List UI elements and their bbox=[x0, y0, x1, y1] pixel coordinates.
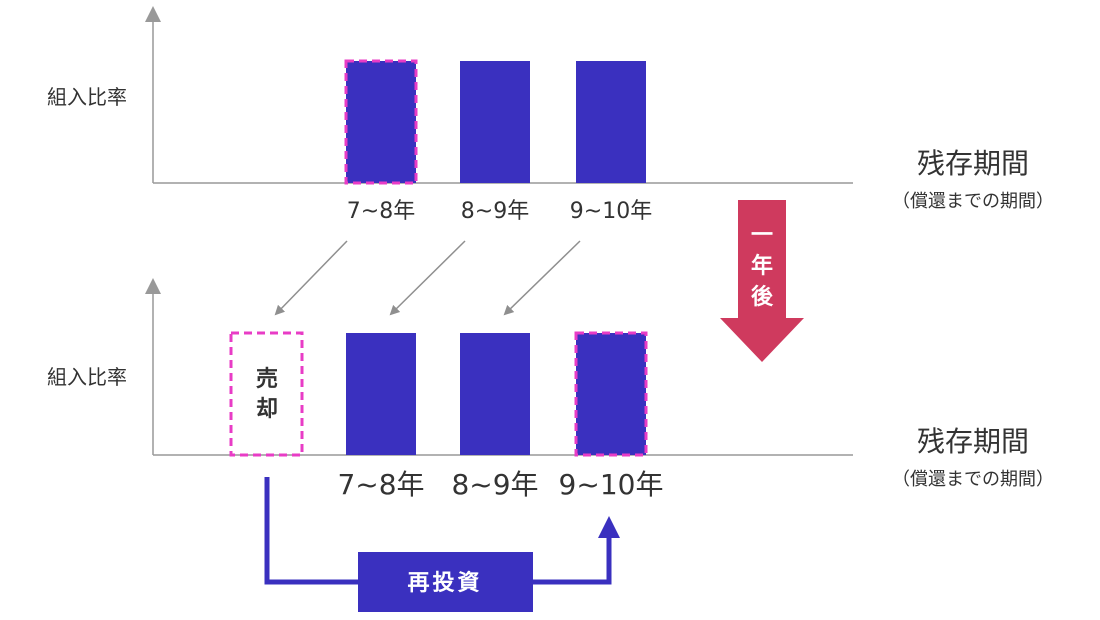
top-bar-3 bbox=[576, 61, 646, 183]
reinvest-up-arrow-icon bbox=[598, 516, 620, 538]
sold-label-char-2: 却 bbox=[256, 397, 278, 422]
one-year-later-char-3: 後 bbox=[751, 284, 774, 310]
top-bars: 7~8年 8~9年 9~10年 bbox=[344, 59, 652, 224]
top-tick-label-2: 8~9年 bbox=[461, 199, 529, 224]
down-arrow-icon bbox=[720, 200, 804, 362]
bottom-y-axis-label: 組入比率 bbox=[47, 365, 127, 389]
reinvest-flow: 再投資 bbox=[264, 477, 620, 612]
shift-arrow-8-9 bbox=[389, 240, 466, 316]
top-x-axis-subtitle: （償還までの期間） bbox=[892, 191, 1054, 212]
bottom-y-axis-arrow-icon bbox=[145, 278, 161, 294]
bottom-tick-label-2: 8~9年 bbox=[451, 468, 538, 501]
bottom-tick-label-3: 9~10年 bbox=[559, 468, 664, 501]
bottom-chart: 組入比率 売 却 7~8年 8~9年 9~10年 残存期間 （償還までの期間） bbox=[47, 278, 1054, 501]
top-bar-1-highlight bbox=[344, 59, 418, 185]
bottom-bar-1 bbox=[346, 333, 416, 455]
sold-bar-outline bbox=[229, 331, 304, 457]
bottom-bars: 7~8年 8~9年 9~10年 bbox=[337, 331, 664, 501]
shift-arrows bbox=[274, 240, 581, 316]
one-year-later-arrow: 一 年 後 bbox=[720, 200, 804, 362]
bottom-x-axis-subtitle: （償還までの期間） bbox=[892, 469, 1054, 490]
reinvest-label: 再投資 bbox=[407, 570, 482, 596]
top-y-axis-label: 組入比率 bbox=[47, 85, 127, 109]
reinvest-box bbox=[358, 552, 533, 612]
bottom-bar-3-highlight bbox=[574, 331, 648, 457]
bottom-bar-2 bbox=[460, 333, 530, 455]
top-chart: 組入比率 7~8年 8~9年 9~10年 残存期間 （償還までの期間） bbox=[47, 6, 1054, 224]
bottom-x-axis-title: 残存期間 bbox=[917, 425, 1029, 458]
top-bar-1 bbox=[346, 61, 416, 183]
sold-label-char-1: 売 bbox=[256, 366, 278, 392]
one-year-later-char-1: 一 bbox=[751, 223, 773, 248]
top-tick-label-1: 7~8年 bbox=[347, 199, 415, 224]
bottom-bar-3 bbox=[576, 333, 646, 455]
top-y-axis-arrow-icon bbox=[145, 6, 161, 22]
shift-arrow-9-10 bbox=[503, 240, 581, 316]
bottom-tick-label-1: 7~8年 bbox=[337, 468, 424, 501]
top-tick-label-3: 9~10年 bbox=[570, 199, 652, 224]
shift-arrow-7-8 bbox=[274, 240, 348, 316]
top-x-axis-title: 残存期間 bbox=[917, 147, 1029, 180]
top-bar-2 bbox=[460, 61, 530, 183]
one-year-later-char-2: 年 bbox=[751, 253, 773, 279]
